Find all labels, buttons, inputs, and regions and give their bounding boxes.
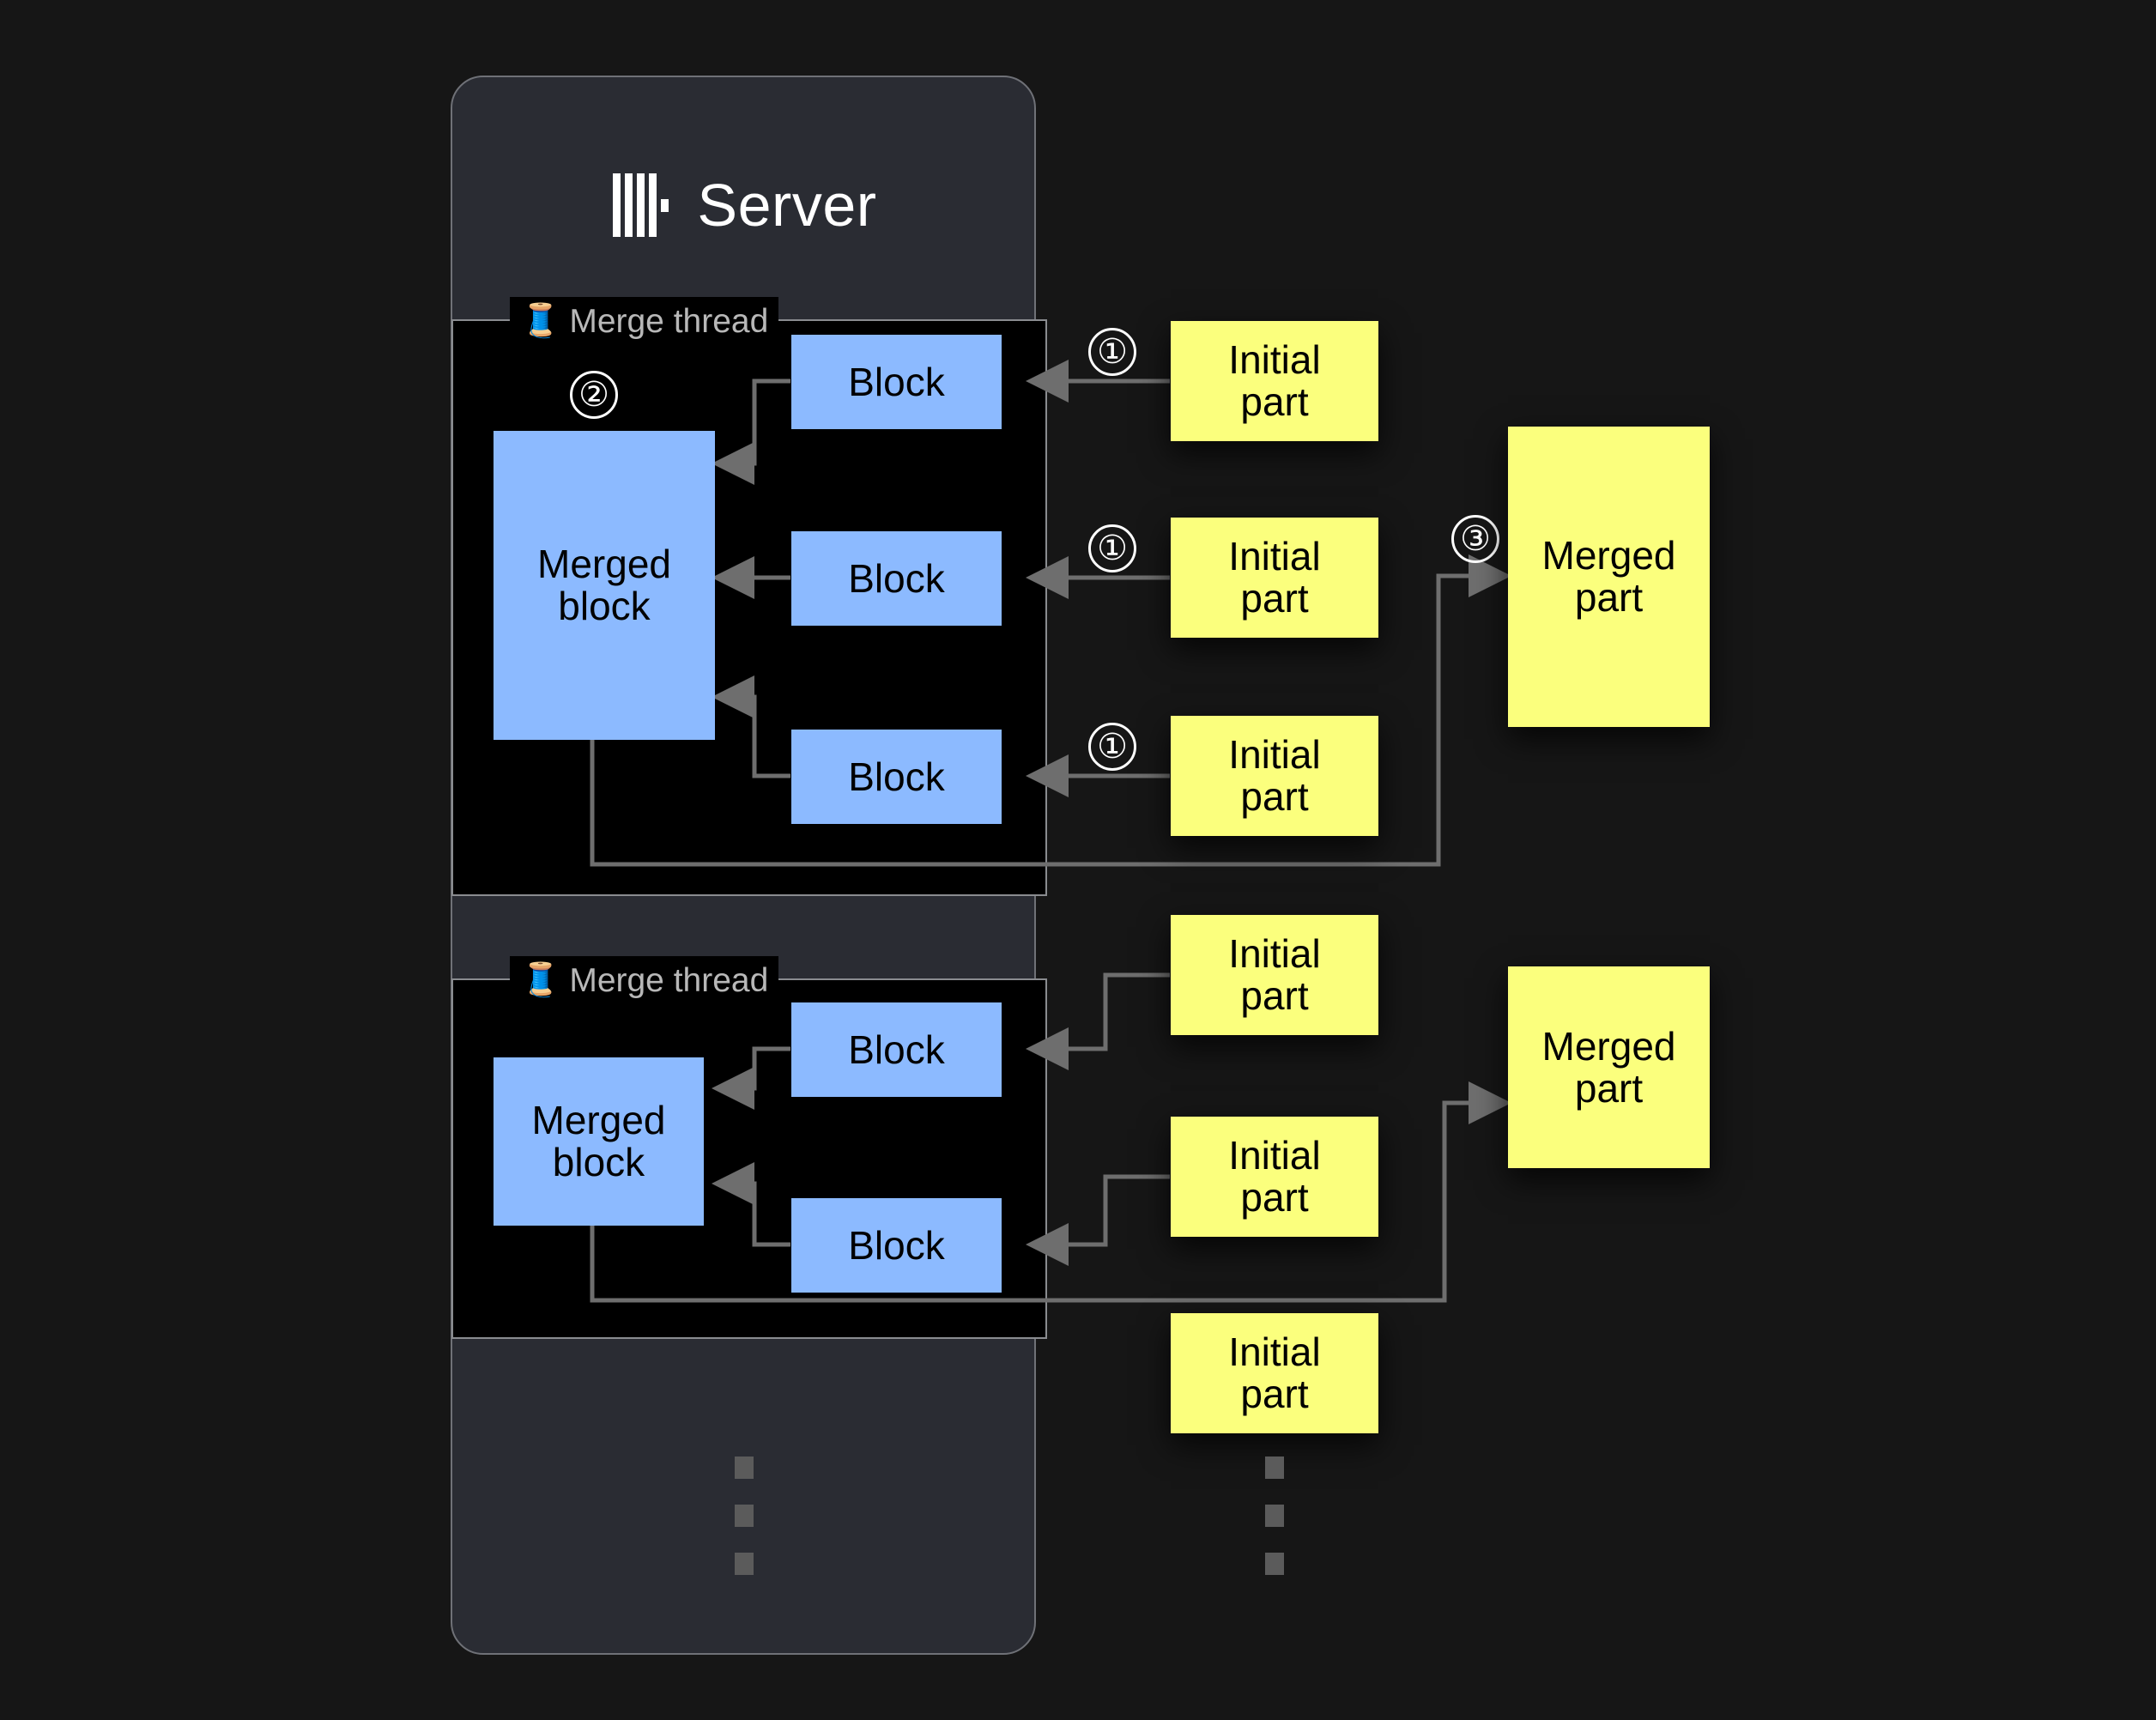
initial-part-line2: part	[1240, 379, 1309, 424]
step-marker-1-a: ①	[1088, 328, 1136, 376]
initial-part-line1: Initial	[1228, 337, 1321, 383]
block-3: Block	[791, 730, 1002, 824]
merged-part-line2: part	[1574, 575, 1644, 620]
merged-block-2: Merged block	[494, 1057, 704, 1226]
block-5: Block	[791, 1198, 1002, 1293]
merged-block-1: Merged block	[494, 431, 715, 740]
initial-part-6: Initial part	[1171, 1313, 1378, 1433]
initial-part-3: Initial part	[1171, 716, 1378, 836]
initial-part-1: Initial part	[1171, 321, 1378, 441]
initial-part-line2: part	[1240, 576, 1309, 621]
initial-part-line1: Initial	[1228, 1133, 1321, 1178]
merged-part-line1: Merged	[1541, 1023, 1676, 1069]
initial-part-line1: Initial	[1228, 732, 1321, 778]
merged-part-1: Merged part	[1508, 427, 1710, 727]
step-marker-2: ②	[570, 371, 618, 419]
initial-part-line2: part	[1240, 1372, 1309, 1416]
merged-part-line2: part	[1574, 1065, 1644, 1111]
thread-spool-icon: 🧵	[520, 303, 561, 339]
ellipsis-server	[735, 1457, 754, 1575]
ellipsis-parts	[1265, 1457, 1284, 1575]
merged-block-line2: block	[552, 1140, 645, 1184]
initial-part-line1: Initial	[1228, 1329, 1321, 1375]
initial-part-line2: part	[1240, 774, 1309, 819]
thread-spool-icon: 🧵	[520, 962, 561, 998]
step-marker-3: ③	[1451, 515, 1499, 563]
merge-thread-label-2: 🧵 Merge thread	[510, 956, 779, 1004]
wire-initialpart-4-to-block-4	[1026, 972, 1170, 1070]
initial-part-line1: Initial	[1228, 931, 1321, 977]
step-marker-1-b: ①	[1088, 524, 1136, 572]
server-title-label: Server	[697, 172, 877, 239]
ellipsis-dot	[1265, 1457, 1284, 1479]
ellipsis-dot	[735, 1505, 754, 1527]
initial-part-line2: part	[1240, 973, 1309, 1018]
block-2: Block	[791, 531, 1002, 626]
merged-block-line1: Merged	[537, 542, 671, 587]
merged-block-line2: block	[558, 584, 651, 628]
initial-part-2: Initial part	[1171, 518, 1378, 638]
block-4: Block	[791, 1002, 1002, 1097]
merge-thread-label-text: Merge thread	[569, 302, 769, 340]
initial-part-5: Initial part	[1171, 1117, 1378, 1237]
merged-part-line1: Merged	[1541, 533, 1676, 578]
merge-thread-label-1: 🧵 Merge thread	[510, 297, 779, 345]
server-title: Server	[452, 173, 1038, 237]
initial-part-line2: part	[1240, 1175, 1309, 1220]
wire-initialpart-5-to-block-5	[1026, 1174, 1170, 1266]
block-1: Block	[791, 335, 1002, 429]
ellipsis-dot	[735, 1553, 754, 1575]
initial-part-4: Initial part	[1171, 915, 1378, 1035]
merged-part-2: Merged part	[1508, 966, 1710, 1168]
ellipsis-dot	[1265, 1553, 1284, 1575]
merge-thread-label-text: Merge thread	[569, 961, 769, 999]
initial-part-line1: Initial	[1228, 534, 1321, 579]
step-marker-1-c: ①	[1088, 723, 1136, 771]
merged-block-line1: Merged	[531, 1098, 666, 1143]
ellipsis-dot	[1265, 1505, 1284, 1527]
ellipsis-dot	[735, 1457, 754, 1479]
clickhouse-logo-icon	[613, 173, 669, 237]
